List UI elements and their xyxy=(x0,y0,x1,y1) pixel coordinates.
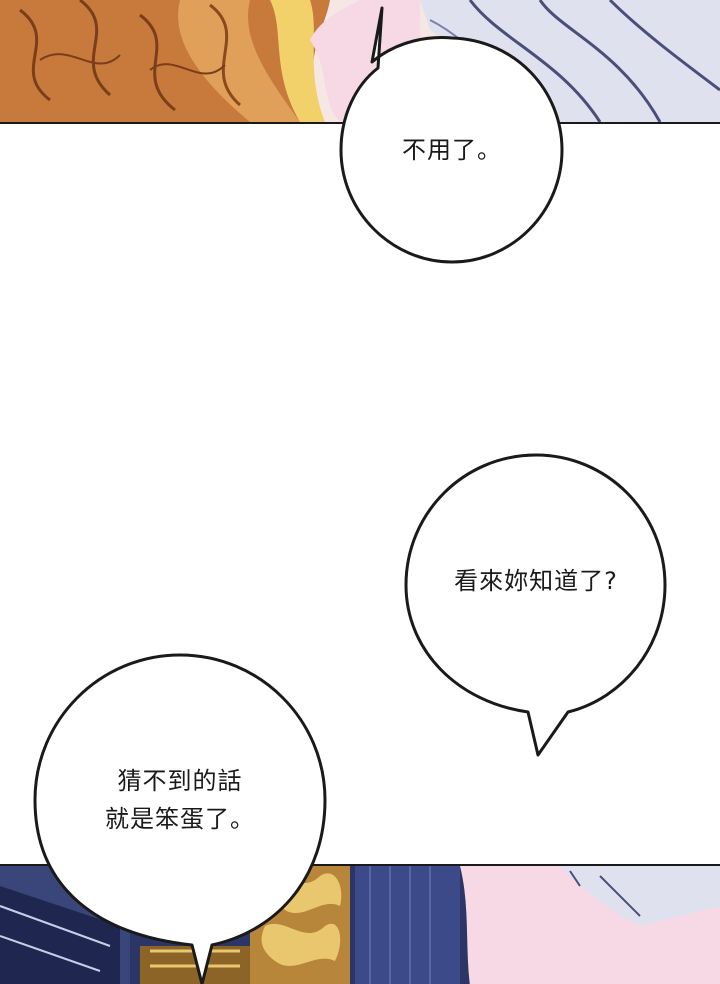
bottom-art-panel xyxy=(0,864,720,984)
speech-bubble-3-line-2: 就是笨蛋了。 xyxy=(105,805,255,833)
speech-bubble-3-line-1: 猜不到的話 xyxy=(117,767,243,795)
palace-interior-artwork xyxy=(0,866,720,984)
speech-bubble-1-text: 不用了。 xyxy=(402,136,502,164)
speech-bubble-2-text: 看來妳知道了? xyxy=(454,567,618,595)
